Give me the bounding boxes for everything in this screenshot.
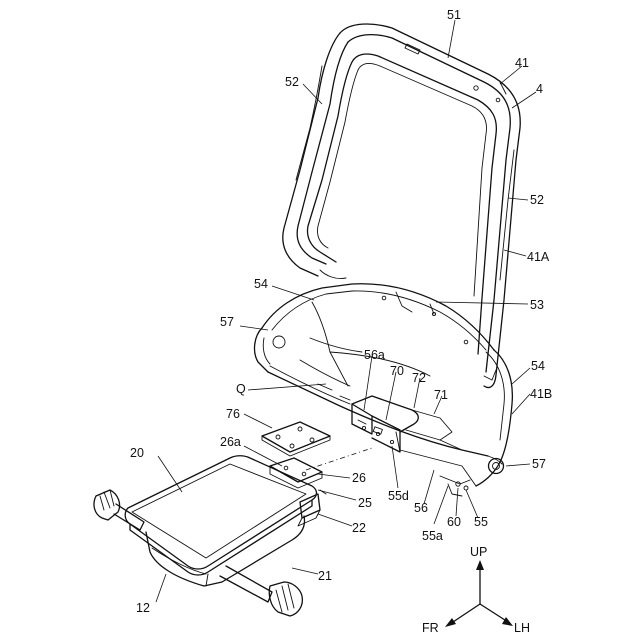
label-54-right: 54: [531, 359, 545, 373]
label-71: 71: [434, 388, 448, 402]
label-55a: 55a: [422, 529, 443, 543]
label-26a: 26a: [220, 435, 241, 449]
label-53: 53: [530, 298, 544, 312]
label-72: 72: [412, 371, 426, 385]
label-41B: 41B: [530, 387, 552, 401]
label-12: 12: [136, 601, 150, 615]
attachment-plate-76: [262, 422, 330, 456]
label-54-left: 54: [254, 277, 268, 291]
label-41A: 41A: [527, 250, 550, 264]
label-Q: Q: [236, 382, 246, 396]
label-22: 22: [352, 521, 366, 535]
orientation-axes: [445, 560, 513, 627]
label-52-right: 52: [530, 193, 544, 207]
label-21: 21: [318, 569, 332, 583]
seat-mechanism-assembly: [94, 456, 326, 616]
label-57-right: 57: [532, 457, 546, 471]
label-52-left: 52: [285, 75, 299, 89]
label-55: 55: [474, 515, 488, 529]
label-41: 41: [515, 56, 529, 70]
label-57-left: 57: [220, 315, 234, 329]
alignment-centerline: [306, 448, 372, 470]
label-56a: 56a: [364, 348, 385, 362]
label-60: 60: [447, 515, 461, 529]
label-76: 76: [226, 407, 240, 421]
label-56: 56: [414, 501, 428, 515]
label-25: 25: [358, 496, 372, 510]
backrest-frame: [283, 24, 520, 388]
label-55d: 55d: [388, 489, 409, 503]
label-70: 70: [390, 364, 404, 378]
label-51: 51: [447, 8, 461, 22]
lower-back-shell: [255, 284, 513, 496]
axis-label-left: LH: [514, 621, 530, 635]
label-26: 26: [352, 471, 366, 485]
label-4: 4: [536, 82, 543, 96]
label-20: 20: [130, 446, 144, 460]
axis-label-up: UP: [470, 545, 487, 559]
axis-label-front: FR: [422, 621, 439, 635]
